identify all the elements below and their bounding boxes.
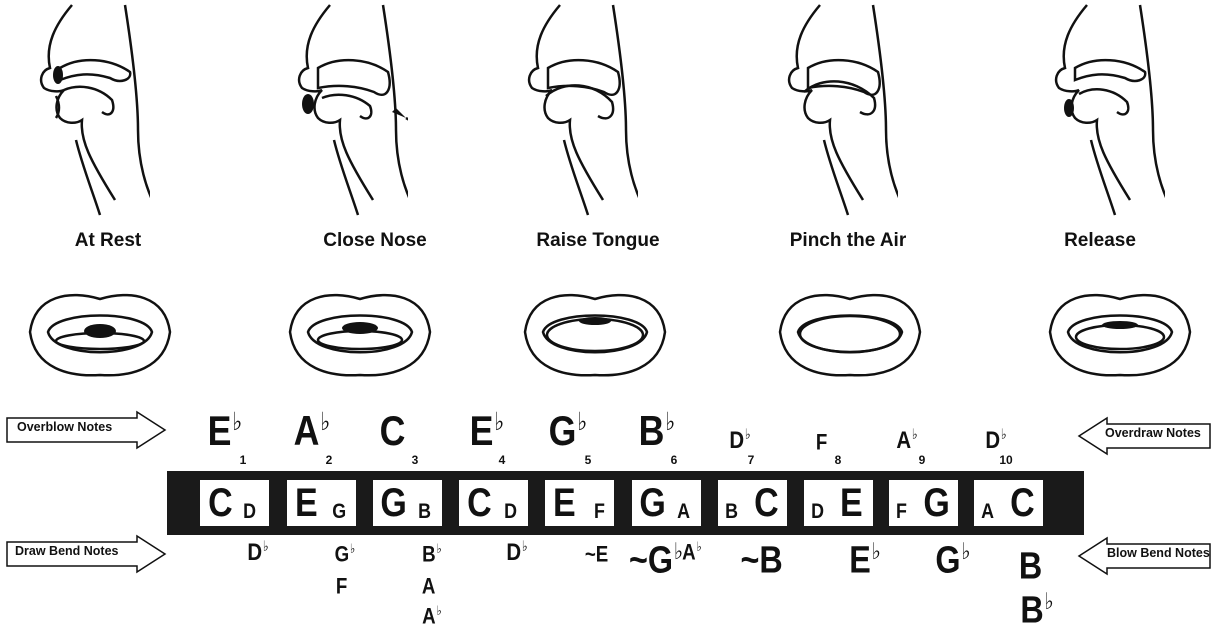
hole-number: 8 [834, 453, 842, 467]
overblow-note: B♭ [638, 407, 676, 454]
stage-label-at-rest: At Rest [74, 230, 142, 251]
blow-note: E [840, 481, 863, 525]
draw-note: D [504, 500, 518, 523]
mouth-view-close-nose [288, 293, 432, 377]
blow-bend-note: B♭ [1020, 588, 1054, 632]
overdraw-note: D♭ [729, 427, 751, 454]
draw-note: G [332, 500, 347, 523]
hole-number: 9 [918, 453, 926, 467]
overblow-note: E♭ [207, 407, 243, 454]
hole-number: 3 [411, 453, 419, 467]
draw-bend-notes-label: Draw Bend Notes [5, 534, 170, 574]
draw-note: B [725, 500, 739, 523]
hole-number: 7 [747, 453, 755, 467]
blow-bend-notes-label: Blow Bend Notes [1077, 536, 1215, 576]
overdraw-note: A♭ [896, 427, 918, 454]
draw-bend-note: A♭ [682, 539, 702, 565]
hole-cell: D E [804, 480, 873, 526]
hole-cell: C D [200, 480, 269, 526]
overblow-note: A♭ [293, 407, 331, 454]
blow-note: E [553, 481, 576, 525]
overblow-note: E♭ [469, 407, 505, 454]
stage-label-release: Release [1064, 230, 1136, 251]
harmonica-hole-board: C D E G G B C D E F G A B C D E F G A C [167, 471, 1084, 535]
draw-bend-note: ~G♭ [629, 538, 683, 582]
draw-note: A [981, 500, 995, 523]
overblow-notes-label: Overblow Notes [5, 410, 170, 450]
blow-bend-note: E♭ [849, 538, 881, 582]
draw-note: A [677, 500, 691, 523]
blow-note: C [467, 481, 492, 525]
blow-bend-note: ~B [740, 539, 783, 582]
hole-number: 6 [670, 453, 678, 467]
hole-number: 2 [325, 453, 333, 467]
overblow-note: G♭ [548, 407, 588, 454]
draw-note: B [418, 500, 432, 523]
hole-cell: G A [632, 480, 701, 526]
head-profile-close-nose [297, 4, 408, 216]
draw-note: F [895, 500, 907, 523]
head-profile-release [1054, 4, 1165, 216]
draw-note: F [593, 500, 605, 523]
blow-note: G [923, 481, 950, 525]
hole-number: 10 [999, 453, 1013, 467]
hole-cell: B C [718, 480, 787, 526]
blow-bend-note: G♭ [935, 538, 971, 582]
head-profile-pinch-the-air [787, 4, 898, 216]
mouth-view-release [1048, 293, 1192, 377]
blow-note: G [380, 481, 407, 525]
blow-note: C [754, 481, 779, 525]
draw-bend-note: G♭ [334, 541, 356, 567]
overblow-note: C [379, 407, 406, 454]
draw-bend-note: D♭ [247, 539, 269, 566]
draw-note: D [811, 500, 825, 523]
hole-number: 5 [584, 453, 592, 467]
mouth-view-pinch-the-air [778, 293, 922, 377]
overblow-notes-text: Overblow Notes [17, 420, 113, 434]
overdraw-note: F [815, 429, 828, 455]
blow-note: G [639, 481, 666, 525]
hole-cell: G B [373, 480, 442, 526]
draw-bend-note: A [421, 573, 436, 599]
hole-cell: E G [287, 480, 356, 526]
overdraw-notes-label: Overdraw Notes [1077, 416, 1215, 456]
mouth-view-raise-tongue [523, 293, 667, 377]
hole-number: 4 [498, 453, 506, 467]
head-profile-raise-tongue [527, 4, 638, 216]
blow-bend-notes-text: Blow Bend Notes [1107, 546, 1210, 560]
draw-note: D [243, 500, 257, 523]
draw-bend-note: ~E [584, 541, 609, 567]
overdraw-note: D♭ [985, 427, 1007, 454]
draw-bend-note: B♭ [422, 541, 442, 567]
blow-note: C [208, 481, 233, 525]
blow-bend-note: B [1018, 545, 1043, 588]
hole-cell: C D [459, 480, 528, 526]
mouth-view-at-rest [28, 293, 172, 377]
blow-note: C [1010, 481, 1035, 525]
head-profile-at-rest [39, 4, 150, 216]
draw-bend-note: D♭ [506, 539, 528, 566]
hole-cell: A C [974, 480, 1043, 526]
stage-label-pinch-the-air: Pinch the Air [789, 230, 907, 251]
draw-bend-notes-text: Draw Bend Notes [15, 544, 119, 558]
hole-cell: E F [545, 480, 614, 526]
draw-bend-note: A♭ [422, 603, 442, 629]
draw-bend-note: F [335, 573, 348, 599]
overdraw-notes-text: Overdraw Notes [1105, 426, 1201, 440]
stage-label-raise-tongue: Raise Tongue [536, 230, 660, 251]
stage-label-close-nose: Close Nose [323, 230, 427, 251]
hole-number: 1 [239, 453, 247, 467]
hole-cell: F G [889, 480, 958, 526]
blow-note: E [295, 481, 318, 525]
